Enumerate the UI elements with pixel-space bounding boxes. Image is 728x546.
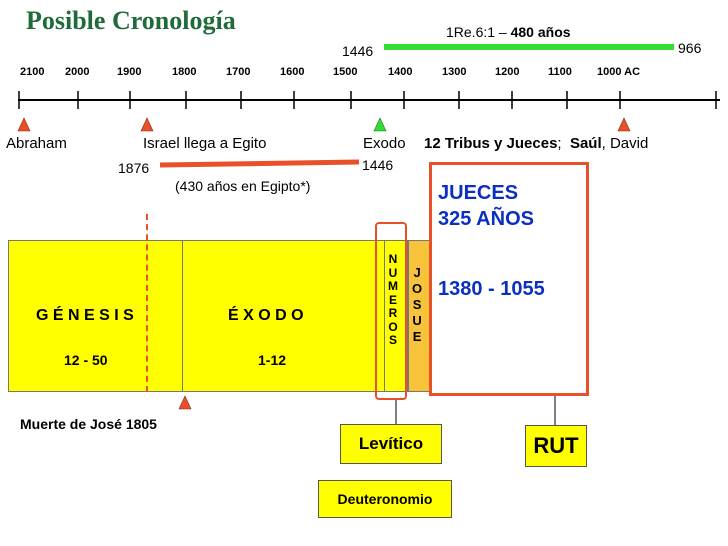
exodo-marker xyxy=(373,117,387,132)
numeros-block xyxy=(384,240,408,392)
tick-label-1300: 1300 xyxy=(442,66,467,78)
tribes-judges-text: 12 Tribus y Jueces xyxy=(424,135,558,152)
tick-label-1100: 1100 xyxy=(548,66,572,78)
kings-reference: 1Re.6:1 – 480 años xyxy=(446,24,571,40)
exodo-label: Exodo xyxy=(363,135,406,152)
tick-label-1700: 1700 xyxy=(226,66,251,78)
numeros-highlight-box xyxy=(375,222,407,400)
kings-reference-text: 1Re.6:1 – xyxy=(446,24,511,40)
josue-letter: O xyxy=(412,281,423,296)
genesis-chapters: 12 - 50 xyxy=(64,352,108,368)
tick-label-2100: 2100 xyxy=(20,66,45,78)
josue-letter: U xyxy=(412,313,422,328)
saul-label: Saúl xyxy=(569,135,602,152)
abraham-label: Abraham xyxy=(6,135,67,152)
tribes-separator: ; xyxy=(557,135,562,152)
tribes-judges-label: 12 Tribus y Jueces; Saúl, David xyxy=(424,135,648,152)
tick-label-1200: 1200 xyxy=(495,66,520,78)
saul-marker xyxy=(617,117,631,132)
green-range-start: 1446 xyxy=(342,43,374,59)
jueces-block xyxy=(429,162,589,396)
genesis-exodo-divider xyxy=(182,240,183,392)
exodo-chapters: 1-12 xyxy=(258,352,287,368)
green-range-end: 966 xyxy=(678,40,702,56)
egypt-range-start: 1876 xyxy=(118,160,150,176)
levitico-box: Levítico xyxy=(340,424,442,464)
david-label: , David xyxy=(601,135,649,152)
numeros-letter: U xyxy=(388,265,398,280)
egypt-range-bar xyxy=(159,159,360,168)
josue-letter: S xyxy=(412,297,422,312)
timeline-ticks xyxy=(18,91,717,109)
tick-label-1000-ac: 1000 AC xyxy=(597,66,641,78)
numeros-letter: M xyxy=(388,279,398,293)
josue-label: J O S U E xyxy=(412,265,422,345)
page-title: Posible Cronología xyxy=(26,6,236,35)
numeros-letter: R xyxy=(388,306,398,320)
tick-label-1400: 1400 xyxy=(388,66,413,78)
numeros-letter: S xyxy=(388,333,397,347)
tick-label-1600: 1600 xyxy=(280,66,305,78)
jueces-years: 1380 - 1055 xyxy=(438,278,545,300)
kings-reference-years: 480 años xyxy=(510,24,571,40)
numeros-letter: O xyxy=(388,319,398,334)
deuteronomio-box: Deuteronomio xyxy=(318,480,452,518)
jueces-duration: 325 AÑOS xyxy=(438,208,534,230)
egypt-range-end: 1446 xyxy=(362,157,394,173)
genesis-exodo-block xyxy=(8,240,386,392)
josue-letter: E xyxy=(412,329,422,344)
abraham-marker xyxy=(17,117,31,132)
josue-letter: J xyxy=(413,265,421,280)
numeros-label: N U M E R O S xyxy=(388,252,398,348)
tick-label-1800: 1800 xyxy=(172,66,197,78)
numeros-letter: N xyxy=(388,252,398,266)
tick-label-1500: 1500 xyxy=(333,66,358,78)
joseph-death-marker xyxy=(178,395,192,410)
tick-label-1900: 1900 xyxy=(117,66,142,78)
joseph-death-label: Muerte de José 1805 xyxy=(20,416,157,432)
egypt-duration-note: (430 años en Egipto*) xyxy=(175,178,311,194)
israel-egypt-marker xyxy=(140,117,154,132)
rut-box: RUT xyxy=(525,425,587,467)
israel-egypt-label: Israel llega a Egito xyxy=(143,135,267,152)
joseph-death-dashed-line xyxy=(146,214,148,392)
exodo-book-label: É X O D O xyxy=(228,307,304,324)
numeros-letter: E xyxy=(388,292,397,307)
jueces-title: JUECES xyxy=(438,182,519,204)
tick-label-2000: 2000 xyxy=(65,66,90,78)
genesis-label: G É N E S I S xyxy=(36,307,134,324)
